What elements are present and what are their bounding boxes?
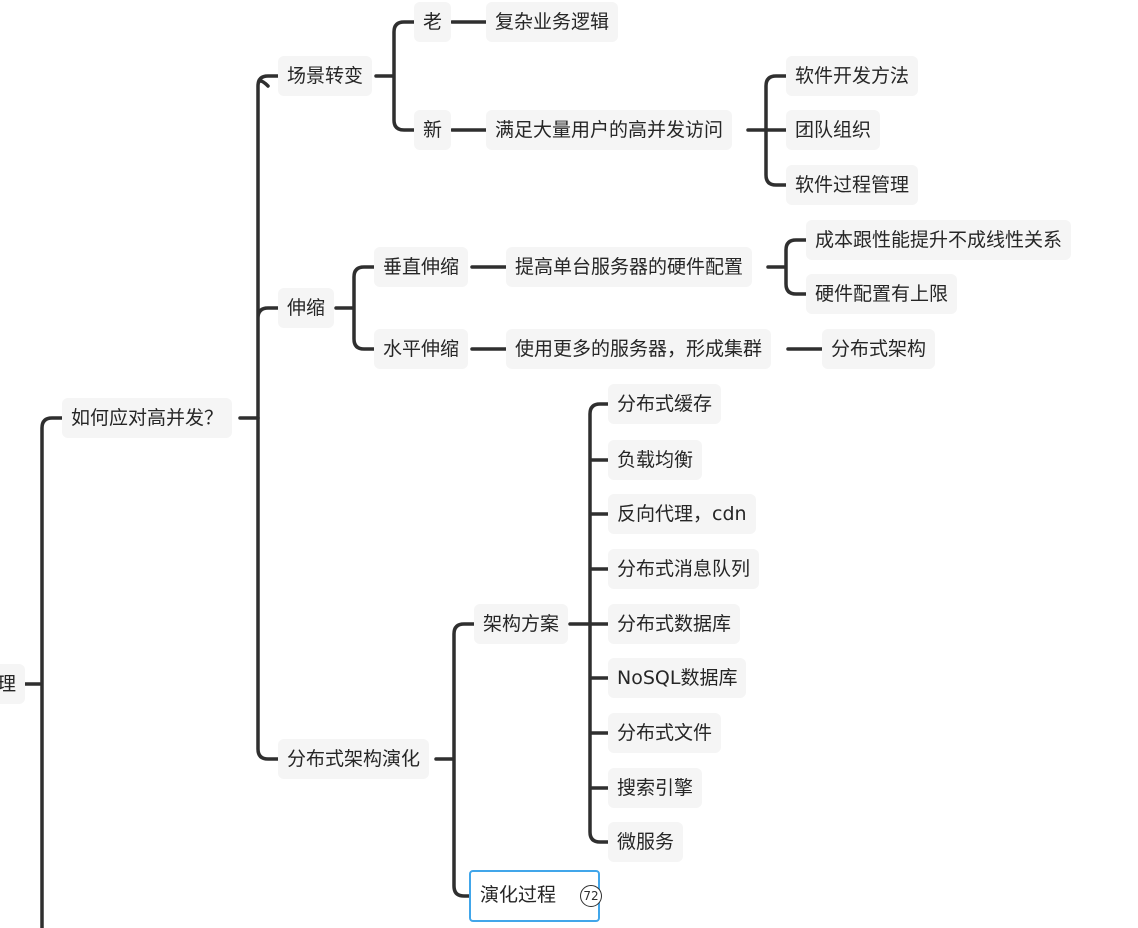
connector-scene-change	[374, 20, 416, 132]
node-distributed-arch[interactable]: 分布式架构	[822, 329, 936, 369]
node-new[interactable]: 新	[414, 110, 452, 150]
node-hw-limit[interactable]: 硬件配置有上限	[806, 274, 958, 314]
node-cost-nonlinear[interactable]: 成本跟性能提升不成线性关系	[806, 220, 1072, 260]
node-dist-file[interactable]: 分布式文件	[608, 713, 722, 753]
node-microservice[interactable]: 微服务	[608, 822, 684, 862]
connector-how-to-handle-children	[256, 74, 280, 761]
node-scaling[interactable]: 伸缩	[278, 288, 335, 328]
node-how-to-handle[interactable]: 如何应对高并发？	[62, 398, 233, 438]
node-search-engine[interactable]: 搜索引擎	[608, 768, 703, 808]
node-dist-mq[interactable]: 分布式消息队列	[608, 549, 760, 589]
node-complex-logic[interactable]: 复杂业务逻辑	[486, 2, 619, 42]
node-arch-plan[interactable]: 架构方案	[474, 604, 569, 644]
connector-spine	[40, 416, 64, 928]
node-evolution-process[interactable]: 演化过程	[469, 870, 601, 922]
node-load-balance[interactable]: 负载均衡	[608, 440, 703, 480]
collapsed-count-badge[interactable]: 72	[580, 885, 602, 907]
connector-improve-hw	[766, 238, 808, 296]
node-scene-change[interactable]: 场景转变	[278, 56, 373, 96]
connector-meet-high-concurrency	[746, 74, 788, 187]
node-dist-db[interactable]: 分布式数据库	[608, 604, 741, 644]
node-dev-method[interactable]: 软件开发方法	[786, 56, 919, 96]
node-dist-evolution[interactable]: 分布式架构演化	[278, 739, 430, 779]
node-team-org[interactable]: 团队组织	[786, 110, 881, 150]
node-horizontal[interactable]: 水平伸缩	[374, 329, 469, 369]
node-vertical[interactable]: 垂直伸缩	[374, 247, 469, 287]
connector-dist-evolution	[434, 622, 476, 898]
connector-scaling	[334, 265, 376, 351]
node-dist-cache[interactable]: 分布式缓存	[608, 384, 722, 424]
node-process-mgmt[interactable]: 软件过程管理	[786, 165, 919, 205]
node-reverse-proxy[interactable]: 反向代理，cdn	[608, 494, 756, 534]
node-improve-hw[interactable]: 提高单台服务器的硬件配置	[506, 247, 753, 287]
connector-arch-plan	[568, 402, 610, 844]
node-more-servers[interactable]: 使用更多的服务器，形成集群	[506, 329, 772, 369]
node-old[interactable]: 老	[414, 2, 452, 42]
node-meet-high-concurrency[interactable]: 满足大量用户的高并发访问	[486, 110, 733, 150]
node-nosql-db[interactable]: NoSQL数据库	[608, 658, 747, 698]
node-root-partial[interactable]: 理	[0, 664, 26, 704]
